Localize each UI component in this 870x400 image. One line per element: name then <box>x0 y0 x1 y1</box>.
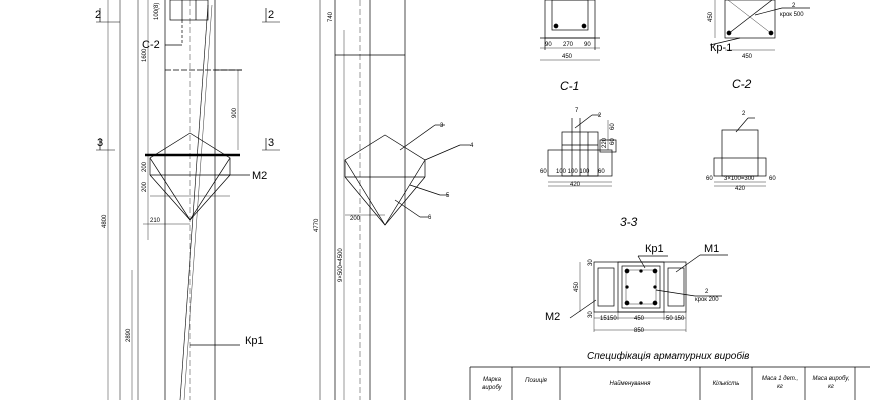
dim-90a: 90 <box>545 42 552 48</box>
dim-220: 220 <box>602 137 608 148</box>
dim-1600: 1600 <box>142 48 148 62</box>
title-c2: С-2 <box>732 77 752 91</box>
callout-2-c2: 2 <box>742 111 746 117</box>
top-section-b <box>709 0 810 51</box>
mark-kr1-top: Кр-1 <box>710 42 732 54</box>
dim-270: 270 <box>563 42 574 48</box>
cut-3-left: 3 <box>97 137 103 149</box>
dim-30b: 30 <box>588 311 594 318</box>
callout-4: 4 <box>470 143 474 149</box>
dim-9x500: 9×500=4500 <box>338 248 344 282</box>
table-title: Специфікація арматурних виробів <box>587 350 749 362</box>
dim-2890: 2890 <box>126 328 132 342</box>
dim-60e: 60 <box>706 176 713 182</box>
mark-kr1-s33: Кр1 <box>645 243 664 255</box>
callout-7: 7 <box>575 108 579 114</box>
left-column-elevation <box>96 0 280 400</box>
dim-450b: 450 <box>708 11 714 22</box>
dim-60c: 60 <box>610 123 616 130</box>
mark-m2-s33: М2 <box>545 311 560 323</box>
dim-60b: 60 <box>598 169 605 175</box>
dim-3x100: 3×100=300 <box>724 176 755 182</box>
top-section-a <box>540 0 600 61</box>
dim-60a: 60 <box>540 169 547 175</box>
cut-2-left: 2 <box>95 9 101 21</box>
dim-4770: 4770 <box>314 218 320 232</box>
dim-210: 210 <box>150 218 161 224</box>
dim-100x3: 100 100 100 <box>556 169 590 175</box>
mark-kr1-left: Кр1 <box>245 335 264 347</box>
callout-2-top: 2 <box>792 3 796 9</box>
dim-90b: 90 <box>584 42 591 48</box>
labels: 2 2 3 3 С-2 М2 Кр1 Кр-1 Кр1 М1 М2 С-1 С-… <box>95 3 804 362</box>
cut-2-right: 2 <box>268 9 274 21</box>
callout-2-s33: 2 <box>705 289 709 295</box>
dim-4800: 4800 <box>102 214 108 228</box>
middle-column-elevation <box>319 0 470 400</box>
dim-420b: 420 <box>735 186 746 192</box>
title-c1: С-1 <box>560 79 579 93</box>
section-3-3 <box>569 254 728 332</box>
callout-step500: крок 500 <box>780 12 804 18</box>
callout-6: 6 <box>428 215 432 221</box>
callout-3: 3 <box>440 123 444 129</box>
mark-c2-left: С-2 <box>142 39 160 51</box>
dim-200c: 200 <box>350 216 361 222</box>
dim-850: 850 <box>634 328 645 334</box>
dim-200b: 200 <box>142 181 148 192</box>
dim-200a: 200 <box>142 161 148 172</box>
dim-100: 100(8) <box>154 3 160 20</box>
cut-3-right: 3 <box>268 137 274 149</box>
mark-m1-s33: М1 <box>704 243 719 255</box>
dim-50150: 50 150 <box>666 316 685 322</box>
title-3-3: 3-3 <box>620 215 638 229</box>
spec-table <box>469 366 870 400</box>
dim-450d: 450 <box>574 281 580 292</box>
mark-m2-left: М2 <box>252 170 267 182</box>
detail-c2 <box>713 117 767 187</box>
dim-450e: 450 <box>634 316 645 322</box>
dim-15150: 15150 <box>600 316 617 322</box>
callout-2-c1: 2 <box>598 113 602 119</box>
callout-5: 5 <box>446 193 450 199</box>
detail-c1 <box>547 114 617 187</box>
dim-740: 740 <box>328 11 334 22</box>
dim-900: 900 <box>232 107 238 118</box>
callout-step200: крок 200 <box>695 297 719 303</box>
dim-450a: 450 <box>562 54 573 60</box>
dim-30a: 30 <box>588 259 594 266</box>
dim-420a: 420 <box>570 182 581 188</box>
dim-450c: 450 <box>742 54 753 60</box>
dim-60f: 60 <box>769 176 776 182</box>
dim-60d: 60 <box>610 138 616 145</box>
